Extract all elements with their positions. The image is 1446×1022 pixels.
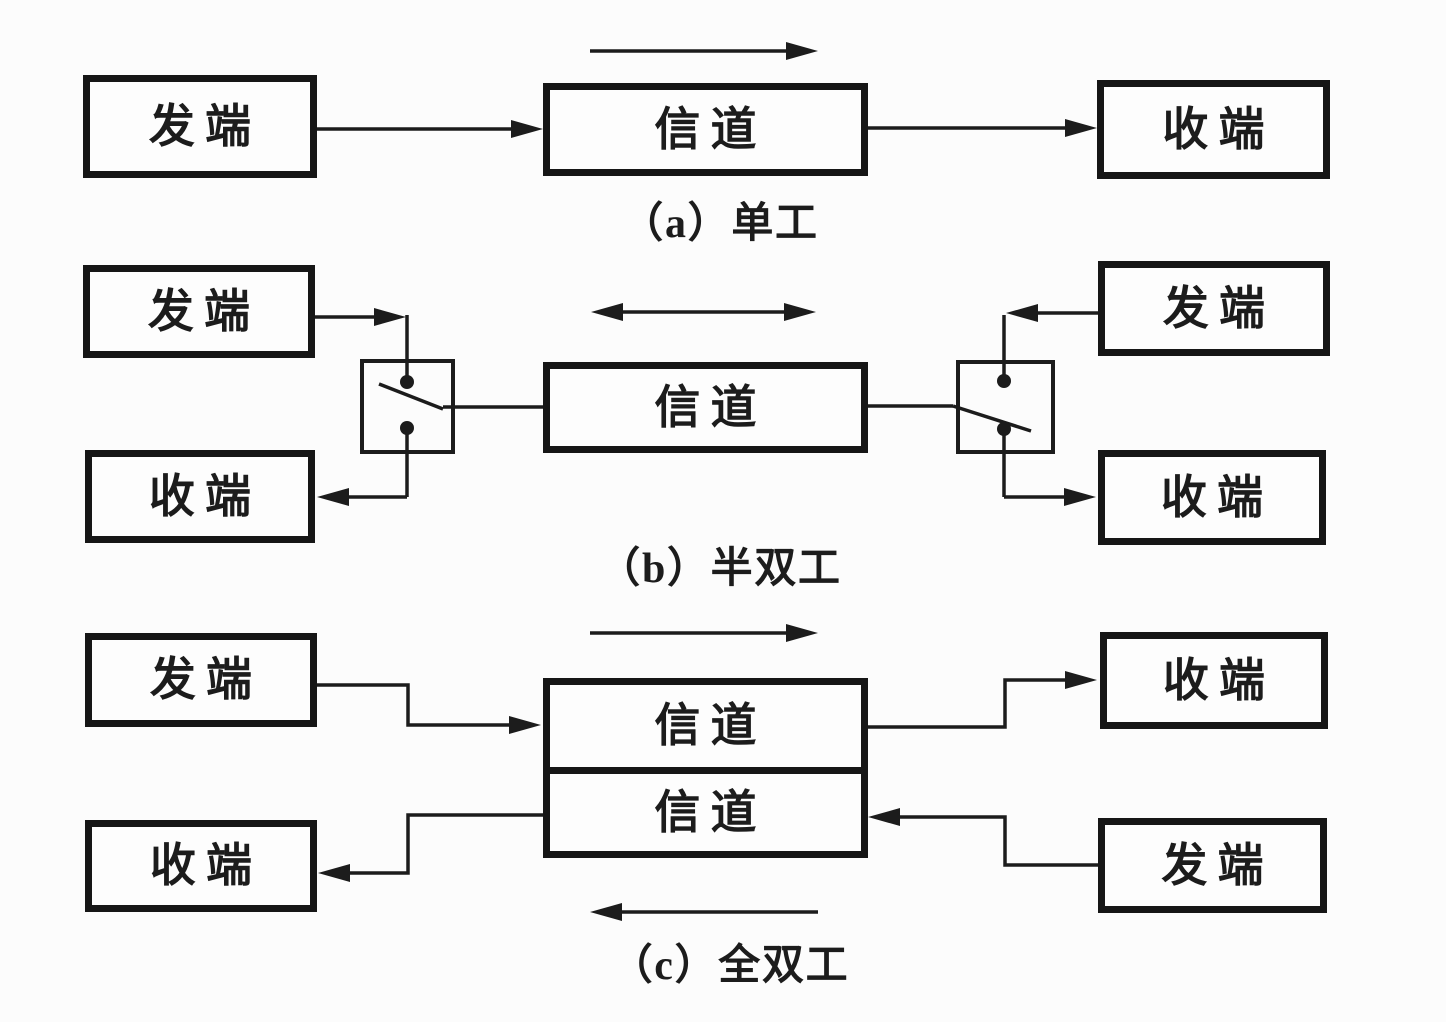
box-a-sender-label: 发端 [148, 100, 262, 152]
box-b-receiver-right-label: 收端 [1160, 471, 1274, 523]
box-b-receiver-left-label: 收端 [148, 470, 262, 522]
box-b-channel-label: 信道 [654, 381, 767, 433]
box-b-receiver-right: 收端 [1098, 450, 1326, 545]
switch-left-icon [360, 359, 455, 454]
box-c-channel-reverse-label: 信道 [654, 786, 767, 838]
box-a-channel: 信道 [543, 83, 868, 176]
box-a-receiver: 收端 [1097, 80, 1330, 179]
switch-right-icon [956, 360, 1055, 454]
box-c-channel-forward: 信道 [543, 678, 868, 774]
box-c-channel-reverse: 信道 [543, 767, 868, 858]
box-c-sender-left: 发端 [85, 633, 317, 727]
box-b-channel: 信道 [543, 362, 868, 453]
box-b-sender-right-label: 发端 [1162, 282, 1276, 334]
box-c-channel-forward-label: 信道 [654, 700, 767, 751]
box-a-receiver-label: 收端 [1162, 103, 1275, 155]
box-a-channel-label: 信道 [654, 103, 767, 155]
box-c-receiver-left-label: 收端 [149, 840, 263, 891]
box-a-sender: 发端 [83, 75, 317, 178]
box-b-receiver-left: 收端 [85, 450, 315, 543]
box-c-receiver-right-label: 收端 [1162, 654, 1276, 706]
box-c-sender-right-label: 发端 [1161, 839, 1274, 891]
box-c-receiver-left: 收端 [85, 820, 317, 912]
half-duplex-right-connectors [868, 311, 1098, 499]
caption-b: （b）半双工 [598, 546, 842, 592]
arrowheads [317, 42, 1097, 921]
box-c-sender-left-label: 发端 [149, 654, 263, 705]
box-c-receiver-right: 收端 [1100, 632, 1328, 729]
box-b-sender-right: 发端 [1098, 261, 1330, 356]
box-c-sender-right: 发端 [1098, 818, 1327, 913]
simplex-connectors [317, 126, 1082, 131]
box-b-sender-left-label: 发端 [147, 285, 261, 337]
caption-a: （a）单工 [621, 201, 819, 247]
caption-c: （c）全双工 [610, 943, 850, 989]
full-duplex-connectors [317, 678, 1098, 875]
box-b-sender-left: 发端 [83, 265, 315, 358]
half-duplex-left-connectors [315, 315, 543, 499]
